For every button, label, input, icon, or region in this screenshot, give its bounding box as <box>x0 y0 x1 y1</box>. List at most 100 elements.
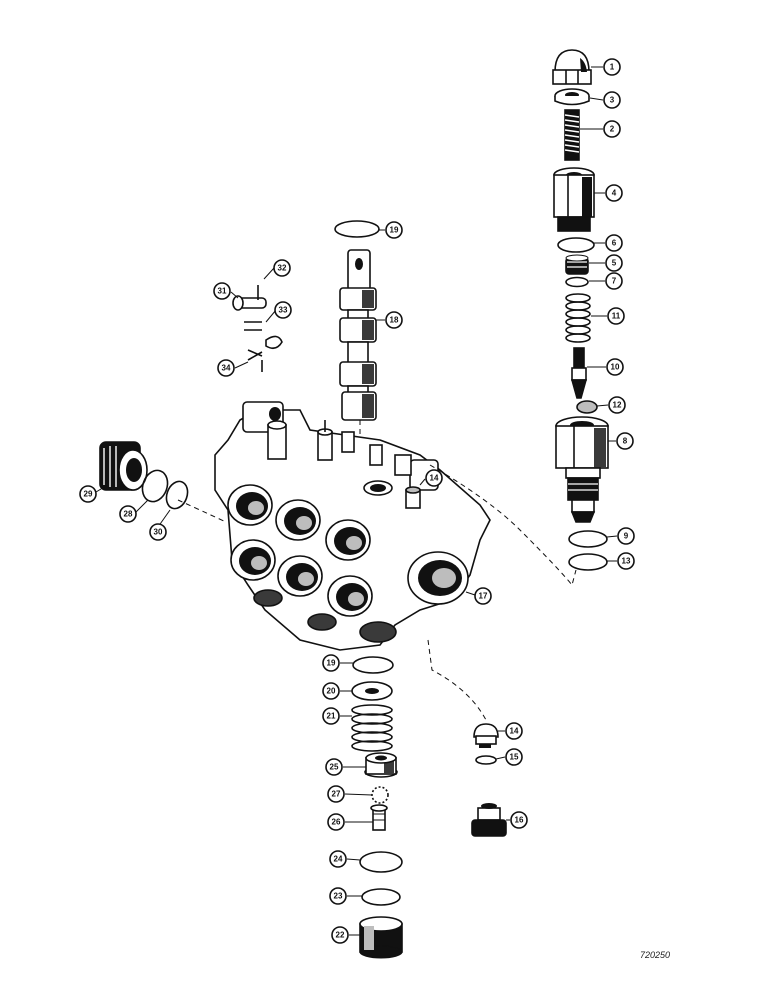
relief-valve-stack <box>552 49 609 571</box>
svg-text:33: 33 <box>279 306 288 315</box>
svg-text:11: 11 <box>612 312 621 321</box>
callout-7: 7 <box>605 272 623 290</box>
svg-text:22: 22 <box>336 931 345 940</box>
svg-text:7: 7 <box>612 277 617 286</box>
svg-text:24: 24 <box>334 855 343 864</box>
svg-text:14: 14 <box>510 727 519 736</box>
svg-text:18: 18 <box>390 316 399 325</box>
svg-text:16: 16 <box>515 816 524 825</box>
callout-31: 31 <box>213 282 231 300</box>
callout-14-bottom: 14 <box>505 722 523 740</box>
callout-21: 21 <box>322 707 340 725</box>
figure-id-label: 720250 <box>640 950 671 960</box>
callout-22: 22 <box>331 926 349 944</box>
lower-stack <box>351 656 403 959</box>
callout-27: 27 <box>327 785 345 803</box>
dash-fitting <box>427 639 487 721</box>
o-ring-19-top-part <box>334 220 380 238</box>
svg-text:25: 25 <box>330 763 339 772</box>
svg-text:9: 9 <box>624 532 629 541</box>
svg-text:19: 19 <box>327 659 336 668</box>
callout-26: 26 <box>327 813 345 831</box>
o-ring-6-part <box>557 237 595 253</box>
callout-20: 20 <box>322 682 340 700</box>
callout-3: 3 <box>603 91 621 109</box>
callout-11: 11 <box>607 307 625 325</box>
svg-text:2: 2 <box>610 125 615 134</box>
jam-nut-part <box>554 88 590 106</box>
callout-24: 24 <box>329 850 347 868</box>
svg-text:21: 21 <box>327 712 336 721</box>
callouts: 1 3 2 4 6 5 7 11 10 12 8 9 13 19 18 32 3… <box>79 58 635 944</box>
spool-assembly <box>334 220 380 470</box>
svg-text:29: 29 <box>84 490 93 499</box>
callout-33: 33 <box>274 301 292 319</box>
callout-6: 6 <box>605 234 623 252</box>
relief-valve-body-part <box>555 416 609 523</box>
svg-text:12: 12 <box>613 401 622 410</box>
ring-7-part <box>565 276 589 288</box>
front-ports <box>227 484 373 617</box>
svg-text:5: 5 <box>612 259 617 268</box>
callout-18: 18 <box>385 311 403 329</box>
callout-23: 23 <box>329 887 347 905</box>
svg-text:27: 27 <box>332 790 341 799</box>
callout-14-top: 14 <box>425 469 443 487</box>
svg-text:28: 28 <box>124 510 133 519</box>
svg-text:17: 17 <box>479 592 488 601</box>
callout-12: 12 <box>608 396 626 414</box>
svg-text:20: 20 <box>327 687 336 696</box>
cup-part <box>359 916 403 959</box>
svg-text:14: 14 <box>430 474 439 483</box>
callout-5: 5 <box>605 254 623 272</box>
callout-28: 28 <box>119 505 137 523</box>
linkage-pins <box>232 285 283 372</box>
callout-10: 10 <box>606 358 624 376</box>
callout-30: 30 <box>149 523 167 541</box>
callout-4: 4 <box>605 184 623 202</box>
spring-11-part <box>565 293 591 343</box>
svg-text:15: 15 <box>510 753 519 762</box>
callout-29: 29 <box>79 485 97 503</box>
svg-text:30: 30 <box>154 528 163 537</box>
svg-text:6: 6 <box>612 239 617 248</box>
svg-text:1: 1 <box>610 63 615 72</box>
svg-text:26: 26 <box>332 818 341 827</box>
svg-text:4: 4 <box>612 189 617 198</box>
callout-25: 25 <box>325 758 343 776</box>
callout-34: 34 <box>217 359 235 377</box>
dash-side-plug <box>177 499 227 523</box>
callout-2: 2 <box>603 120 621 138</box>
callout-19-top: 19 <box>385 221 403 239</box>
hex-adapter-part <box>553 167 595 232</box>
o-ring-9-part <box>568 530 608 548</box>
callout-32: 32 <box>273 259 291 277</box>
svg-text:10: 10 <box>611 363 620 372</box>
svg-text:19: 19 <box>390 226 399 235</box>
lower-fittings <box>471 723 507 837</box>
callout-8: 8 <box>616 432 634 450</box>
callout-17: 17 <box>474 587 492 605</box>
poppet-part <box>570 347 588 399</box>
adjusting-screw-part <box>564 109 580 161</box>
callout-1: 1 <box>603 58 621 76</box>
cap-nut-part <box>552 49 592 85</box>
callout-9: 9 <box>617 527 635 545</box>
callout-13: 13 <box>617 552 635 570</box>
svg-text:23: 23 <box>334 892 343 901</box>
svg-text:8: 8 <box>623 437 628 446</box>
svg-text:31: 31 <box>218 287 227 296</box>
callout-16: 16 <box>510 811 528 829</box>
plug-part <box>565 254 589 275</box>
svg-text:3: 3 <box>610 96 615 105</box>
callout-15: 15 <box>505 748 523 766</box>
leader-lines <box>95 66 618 936</box>
dash-relief <box>429 464 577 587</box>
svg-text:32: 32 <box>278 264 287 273</box>
valve-housing <box>214 401 491 651</box>
seat-part <box>576 400 598 414</box>
callout-19-bottom: 19 <box>322 654 340 672</box>
o-ring-13-part <box>568 553 608 571</box>
svg-text:13: 13 <box>622 557 631 566</box>
